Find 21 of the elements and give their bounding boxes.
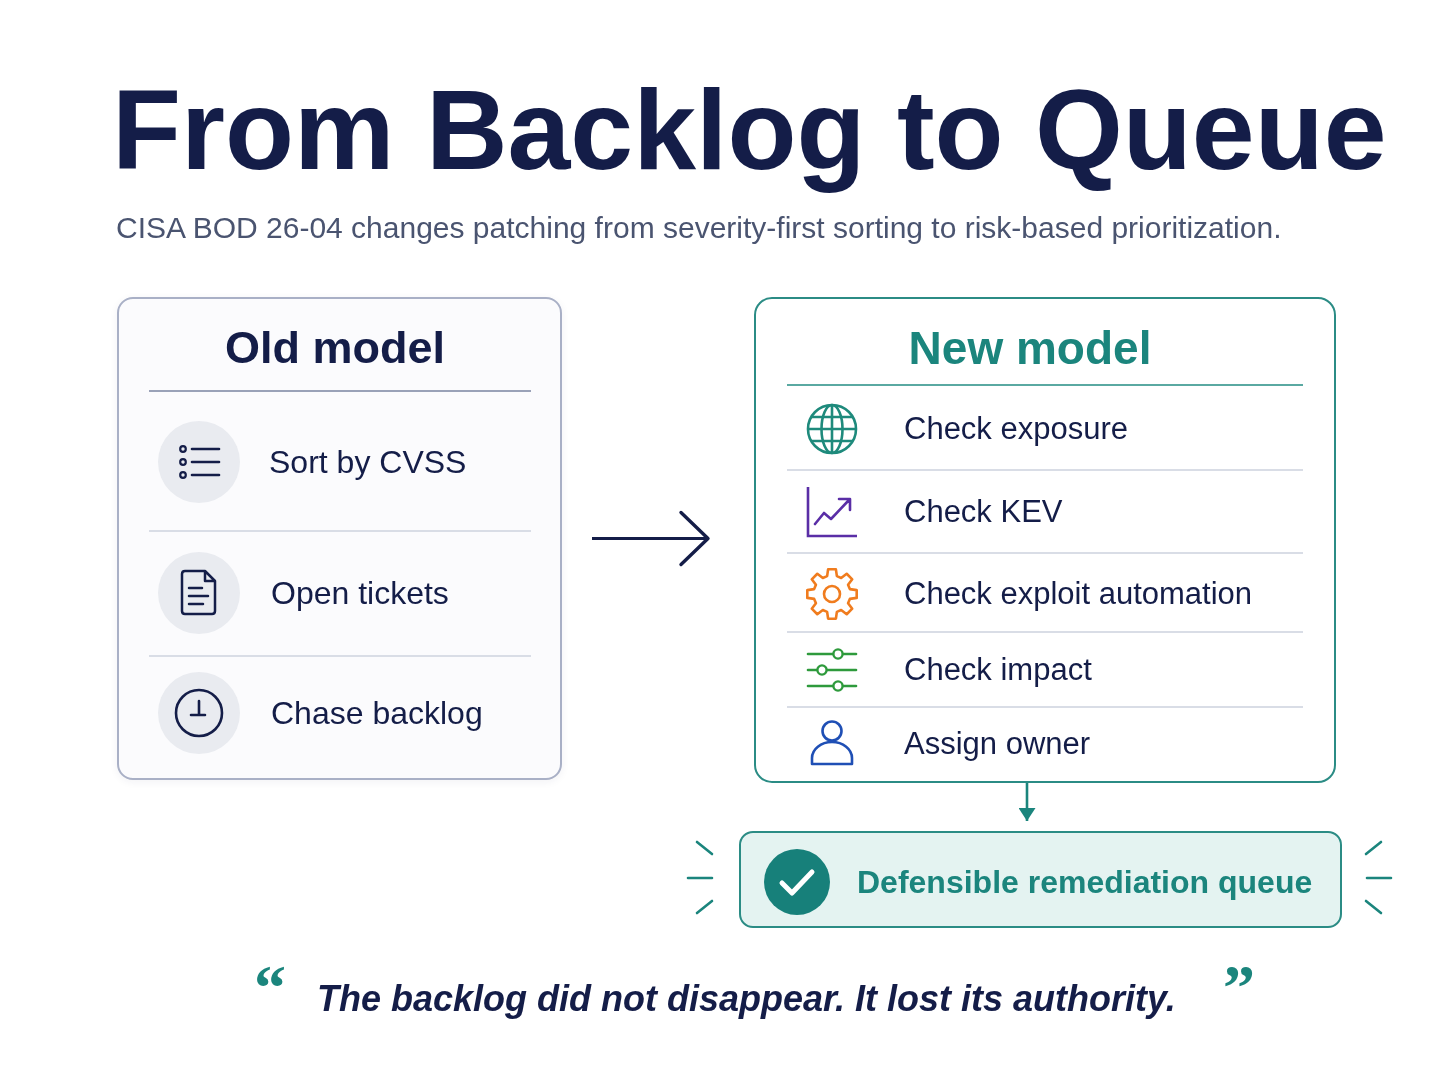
panel-heading: New model	[908, 321, 1152, 375]
panel-heading: Old model	[225, 322, 445, 374]
list-item-text: Check impact	[904, 652, 1092, 688]
arrow	[1018, 783, 1036, 821]
quote-mark: ”	[1223, 951, 1255, 1025]
card-panel	[117, 297, 562, 780]
list-item-text: Chase backlog	[271, 694, 483, 732]
arrow	[592, 510, 710, 567]
list-item-text: Assign owner	[904, 726, 1091, 762]
result-text: Defensible remediation queue	[857, 863, 1313, 901]
list-item-text: Check KEV	[904, 494, 1063, 530]
result-box	[739, 831, 1342, 928]
quote-text: The backlog did not disappear. It lost its authority.	[317, 978, 1176, 1020]
card-panel	[754, 297, 1336, 783]
list-item-text: Open tickets	[271, 574, 449, 612]
list-item-text: Sort by CVSS	[269, 443, 467, 481]
quote-mark: “	[254, 951, 286, 1025]
subtitle-text: CISA BOD 26-04 changes patching from severity-first sorting to risk-based prioritization.	[116, 210, 1282, 246]
list-item-text: Check exposure	[904, 411, 1128, 447]
list-item-text: Check exploit automation	[904, 576, 1253, 612]
title-text: From Backlog to Queue	[112, 66, 1387, 195]
